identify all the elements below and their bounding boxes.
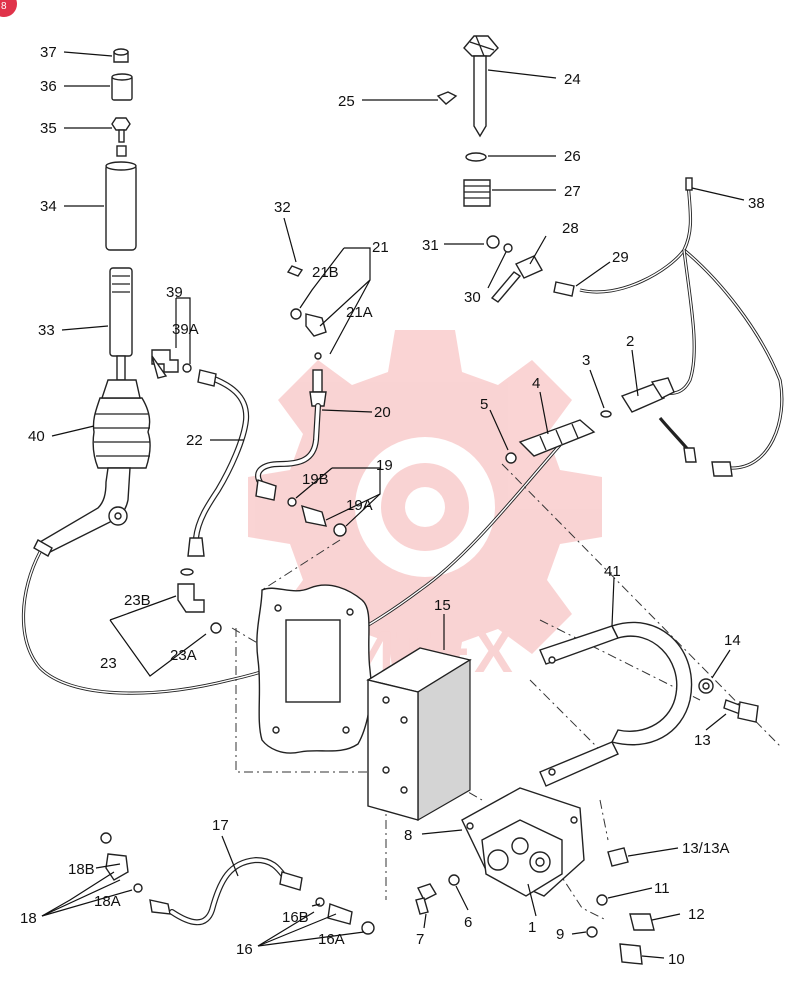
callout-27: 27: [564, 183, 581, 200]
line-22-assembly: [151, 349, 250, 634]
callout-23B: 23B: [124, 592, 151, 609]
callout-39: 39: [166, 284, 183, 301]
callout-39A: 39A: [172, 321, 199, 338]
callout-9: 9: [556, 926, 564, 943]
callout-13-13A: 13/13A: [682, 840, 730, 857]
callout-6: 6: [464, 914, 472, 931]
gasket-plate: [256, 584, 372, 754]
switch-assembly: [505, 377, 675, 464]
callout-15: 15: [434, 597, 451, 614]
callout-20: 20: [374, 404, 391, 421]
callout-18: 18: [20, 910, 37, 927]
callout-10: 10: [668, 951, 685, 968]
shift-cable: [21, 443, 562, 695]
callout-18B: 18B: [68, 861, 95, 878]
callout-2: 2: [626, 333, 634, 350]
pump-bolts: [415, 847, 655, 965]
line-20-assembly: [255, 265, 347, 537]
callout-labels: 37 36 35 34 33 40 39 39A 22 23B 23 23A 3…: [20, 44, 765, 968]
callout-18A: 18A: [94, 893, 121, 910]
block-15: [366, 647, 472, 822]
bracket-41: [539, 621, 693, 787]
callout-16A: 16A: [318, 931, 345, 948]
cable-38: [579, 177, 784, 477]
callout-26: 26: [564, 148, 581, 165]
line-17-assembly: [100, 832, 375, 935]
callout-32: 32: [274, 199, 291, 216]
callout-5: 5: [480, 396, 488, 413]
callout-37: 37: [40, 44, 57, 61]
callout-23: 23: [100, 655, 117, 672]
callout-30: 30: [464, 289, 481, 306]
callout-22: 22: [186, 432, 203, 449]
callout-21: 21: [372, 239, 389, 256]
callout-3: 3: [582, 352, 590, 369]
callout-38: 38: [748, 195, 765, 212]
callout-21B: 21B: [312, 264, 339, 281]
callout-12: 12: [688, 906, 705, 923]
pump-body: [461, 787, 585, 897]
callout-19B: 19B: [302, 471, 329, 488]
svg-text:8: 8: [1, 1, 7, 12]
callout-25: 25: [338, 93, 355, 110]
callout-34: 34: [40, 198, 57, 215]
callout-16B: 16B: [282, 909, 309, 926]
callout-28: 28: [562, 220, 579, 237]
callout-19A: 19A: [346, 497, 373, 514]
callout-23A: 23A: [170, 647, 197, 664]
corner-badge: 8: [0, 0, 17, 17]
shift-lever-assembly: [33, 48, 151, 557]
callout-16: 16: [236, 941, 253, 958]
leader-lines: [41, 51, 745, 959]
callout-40: 40: [28, 428, 45, 445]
callout-24: 24: [564, 71, 581, 88]
callout-36: 36: [40, 78, 57, 95]
callout-7: 7: [416, 931, 424, 948]
callout-41: 41: [604, 563, 621, 580]
callout-13: 13: [694, 732, 711, 749]
callout-11: 11: [654, 880, 670, 897]
callout-8: 8: [404, 827, 412, 844]
callout-4: 4: [532, 375, 540, 392]
callout-31: 31: [422, 237, 439, 254]
callout-17: 17: [212, 817, 229, 834]
callout-35: 35: [40, 120, 57, 137]
callout-21A: 21A: [346, 304, 373, 321]
callout-33: 33: [38, 322, 55, 339]
callout-19: 19: [376, 457, 393, 474]
callout-14: 14: [724, 632, 741, 649]
valve-stem-assembly: [436, 35, 575, 303]
callout-29: 29: [612, 249, 629, 266]
bolt-13: [698, 678, 759, 723]
callout-1: 1: [528, 919, 536, 936]
